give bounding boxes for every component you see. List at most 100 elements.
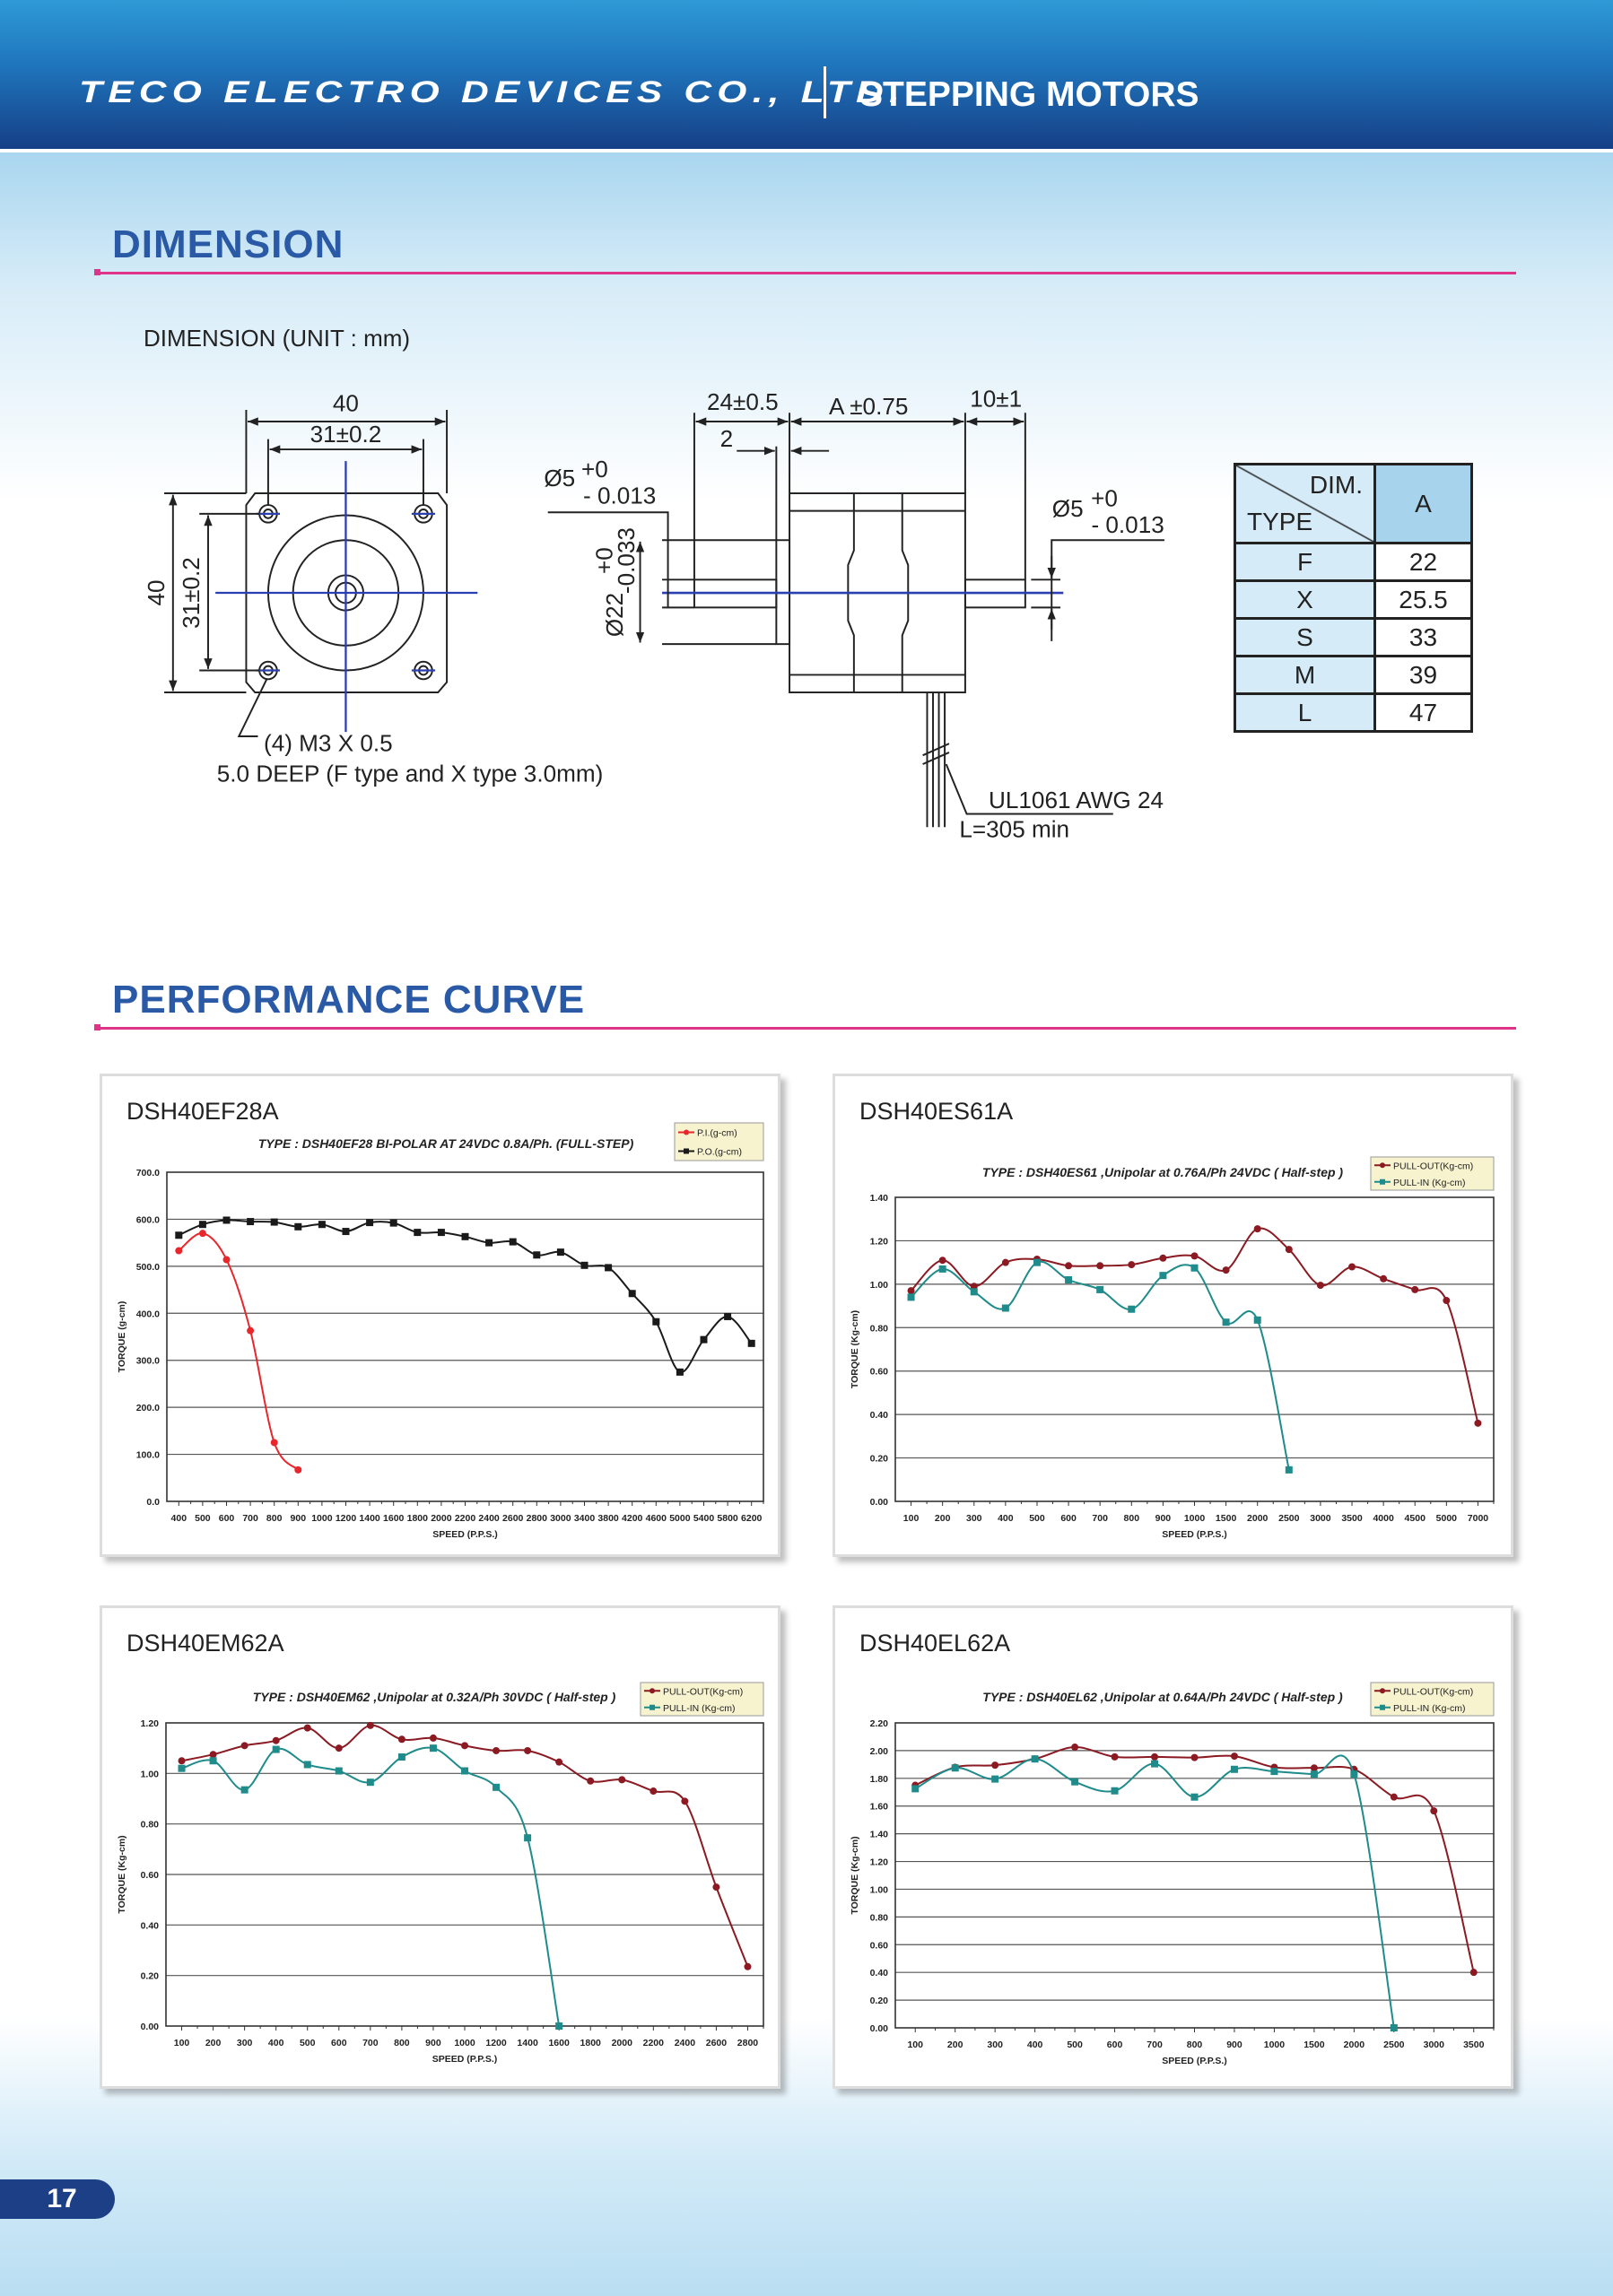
type-cell: M <box>1234 655 1376 695</box>
x-tick-label: 5800 <box>717 1513 738 1524</box>
x-tick-label: 2400 <box>675 2038 696 2048</box>
data-point <box>533 1251 541 1259</box>
y-tick-label: 1.00 <box>870 1280 889 1291</box>
x-tick-label: 300 <box>237 2038 253 2048</box>
data-point <box>493 1783 501 1791</box>
dim-height: 40 <box>143 579 170 605</box>
section-divider <box>94 1024 1516 1031</box>
y-tick-label: 0.0 <box>146 1497 160 1508</box>
legend-box <box>640 1682 764 1717</box>
data-point <box>1071 1744 1079 1752</box>
section-title-performance: PERFORMANCE CURVE <box>112 978 586 1022</box>
data-point <box>1065 1262 1073 1270</box>
data-point <box>1111 1787 1119 1795</box>
x-axis-label: SPEED (P.P.S.) <box>1162 1529 1227 1540</box>
data-point <box>676 1368 684 1376</box>
x-tick-label: 100 <box>903 1513 920 1524</box>
front-view-outline <box>245 492 449 693</box>
data-point <box>461 1742 468 1750</box>
dim-boss: 2 <box>720 425 734 452</box>
data-point <box>366 1219 374 1227</box>
data-point <box>580 1261 589 1269</box>
data-point <box>389 1219 397 1227</box>
header-dim: DIM. <box>1309 471 1363 499</box>
data-point <box>1253 1225 1261 1233</box>
x-tick-label: 400 <box>171 1513 187 1524</box>
data-point <box>555 2022 563 2030</box>
dim-hole-spacing-v: 31±0.2 <box>178 557 205 629</box>
x-tick-label: 800 <box>394 2038 410 2048</box>
x-tick-label: 600 <box>331 2038 347 2048</box>
motor-dimension-drawing: 40 31±0.2 40 31±0.2 (4) M3 X 0.5 5.0 DEE… <box>143 386 1164 843</box>
x-tick-label: 4600 <box>646 1513 667 1524</box>
data-point <box>198 1230 206 1238</box>
a-cell: 33 <box>1373 617 1473 657</box>
data-point <box>744 1962 752 1970</box>
y-tick-label: 100.0 <box>136 1450 160 1461</box>
x-tick-label: 500 <box>300 2038 316 2048</box>
legend-label: PULL-IN (Kg-cm) <box>1393 1178 1466 1188</box>
data-point <box>247 1326 255 1335</box>
data-point <box>1350 1770 1358 1779</box>
x-tick-label: 200 <box>205 2038 222 2048</box>
boss-dia: Ø22 <box>601 593 628 637</box>
x-tick-label: 800 <box>1187 2039 1203 2050</box>
x-tick-label: 2500 <box>1278 1513 1300 1524</box>
data-point <box>1443 1297 1451 1305</box>
x-tick-label: 1600 <box>383 1513 405 1524</box>
type-cell: X <box>1234 579 1376 620</box>
x-tick-label: 700 <box>242 1513 258 1524</box>
chart-subtitle: TYPE : DSH40EL62 ,Unipolar at 0.64A/Ph 2… <box>982 1690 1343 1704</box>
legend-label: P.I.(g-cm) <box>697 1128 737 1139</box>
data-point <box>700 1335 708 1344</box>
data-point <box>1159 1254 1167 1262</box>
x-tick-label: 1800 <box>580 2038 602 2048</box>
y-tick-label: 0.40 <box>870 1410 889 1421</box>
y-tick-label: 0.60 <box>870 1940 889 1951</box>
data-point <box>970 1283 978 1291</box>
x-tick-label: 1000 <box>311 1513 333 1524</box>
x-tick-label: 100 <box>907 2039 923 2050</box>
y-tick-label: 1.20 <box>870 1857 889 1868</box>
data-point <box>1411 1285 1419 1293</box>
x-tick-label: 500 <box>195 1513 211 1524</box>
x-tick-label: 3500 <box>1341 1513 1363 1524</box>
data-point <box>1348 1263 1356 1271</box>
data-point <box>429 1734 437 1742</box>
data-point <box>724 1312 732 1320</box>
y-axis-label: TORQUE (Kg-cm) <box>850 1836 860 1914</box>
data-point <box>1071 1778 1079 1786</box>
data-point <box>618 1776 626 1784</box>
data-point <box>1310 1770 1318 1779</box>
dim-shaft-length: 24±0.5 <box>707 388 779 415</box>
tolerance-plus: +0 <box>1091 485 1118 512</box>
x-tick-label: 800 <box>266 1513 283 1524</box>
x-tick-label: 900 <box>291 1513 307 1524</box>
legend-box <box>1370 1682 1495 1717</box>
y-tick-label: 200.0 <box>136 1403 160 1413</box>
x-tick-label: 1200 <box>336 1513 357 1524</box>
y-tick-label: 1.00 <box>141 1769 160 1779</box>
y-tick-label: 500.0 <box>136 1262 160 1273</box>
data-point <box>240 1786 248 1794</box>
legend-label: PULL-OUT(Kg-cm) <box>1393 1686 1473 1697</box>
series-line <box>178 1232 300 1471</box>
series-line <box>181 1746 561 2027</box>
data-point <box>247 1218 255 1226</box>
data-point <box>222 1216 231 1224</box>
x-tick-label: 200 <box>935 1513 951 1524</box>
data-point <box>1230 1752 1238 1761</box>
data-point <box>951 1764 959 1772</box>
x-tick-label: 1000 <box>454 2038 475 2048</box>
dim-body-length: A ±0.75 <box>829 393 908 420</box>
x-tick-label: 600 <box>219 1513 235 1524</box>
product-category: STEPPING MOTORS <box>859 75 1199 114</box>
data-point <box>628 1290 636 1298</box>
data-point <box>1001 1304 1009 1312</box>
chart-title: DSH40ES61A <box>859 1098 1013 1125</box>
data-point <box>587 1777 595 1785</box>
data-point <box>747 1339 755 1347</box>
data-point <box>1430 1807 1438 1815</box>
dimension-unit-label: DIMENSION (UNIT : mm) <box>144 325 411 352</box>
